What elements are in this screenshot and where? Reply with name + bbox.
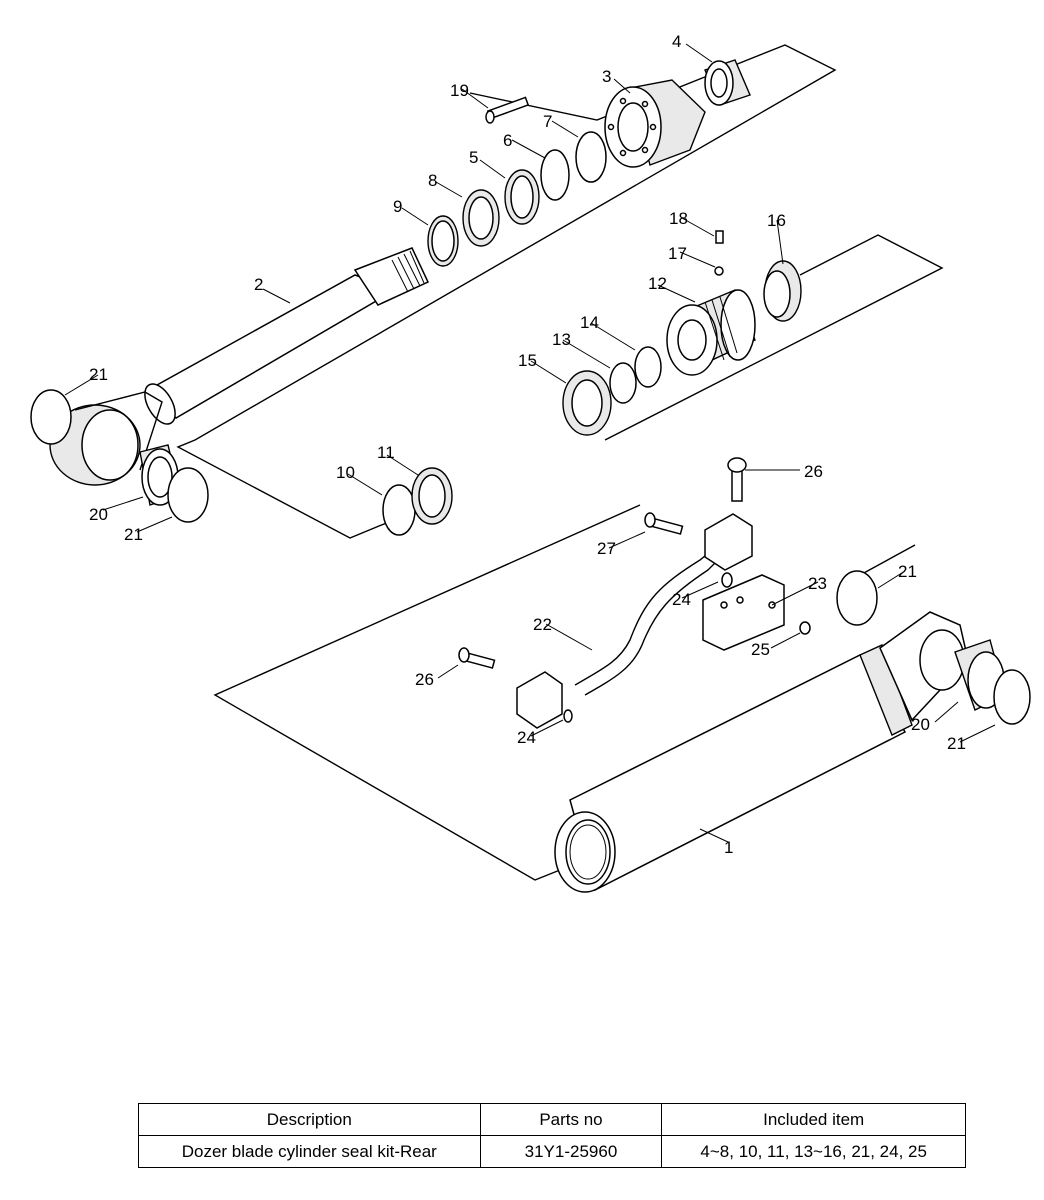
callout-1: 1: [724, 838, 733, 857]
callout-24: 24: [672, 590, 691, 609]
callout-26: 26: [415, 670, 434, 689]
callout-19: 19: [450, 81, 469, 100]
callout-21: 21: [124, 525, 143, 544]
callout-13: 13: [552, 330, 571, 349]
rod-cover: [604, 79, 706, 168]
exploded-parts-diagram: 1 2 3 4 5 6 7 8 9 10 11 12 13 14 15 16 1…: [30, 32, 1031, 893]
callout-8: 8: [428, 171, 437, 190]
callout-2: 2: [254, 275, 263, 294]
callout-9: 9: [393, 197, 402, 216]
leader-lines: [64, 43, 996, 843]
callout-21: 21: [947, 734, 966, 753]
callout-22: 22: [533, 615, 552, 634]
callout-15: 15: [518, 351, 537, 370]
callout-6: 6: [503, 131, 512, 150]
callout-10: 10: [336, 463, 355, 482]
callout-16: 16: [767, 211, 786, 230]
header-parts-no: Parts no: [479, 1103, 663, 1136]
callout-18: 18: [669, 209, 688, 228]
rod-end-bushing: [30, 389, 209, 523]
cylinder-tube: [554, 570, 1031, 893]
callout-11: 11: [377, 443, 395, 462]
callout-20: 20: [89, 505, 108, 524]
piston-assembly: [562, 230, 802, 436]
header-included-item: Included item: [661, 1103, 966, 1136]
block-23: [702, 574, 811, 651]
pipe-assembly: [458, 457, 753, 729]
callout-23: 23: [808, 574, 827, 593]
callout-27: 27: [597, 539, 616, 558]
cell-parts-no: 31Y1-25960: [479, 1135, 663, 1168]
tube-group-outline: [213, 504, 916, 881]
piston-group-outline: [604, 234, 944, 441]
callout-14: 14: [580, 313, 599, 332]
seal-rings-10-11: [382, 467, 453, 536]
callout-17: 17: [668, 244, 687, 263]
bushing: [704, 59, 751, 106]
bolt-19: [485, 96, 530, 124]
seal-kit-table: Description Parts no Included item Dozer…: [138, 1103, 966, 1168]
piston-rod: [49, 247, 430, 486]
callout-5: 5: [469, 148, 478, 167]
callout-7: 7: [543, 112, 552, 131]
table-header-row: Description Parts no Included item: [138, 1103, 966, 1136]
callout-20: 20: [911, 715, 930, 734]
header-description: Description: [138, 1103, 481, 1136]
callout-25: 25: [751, 640, 770, 659]
callout-26: 26: [804, 462, 823, 481]
seal-rings-rod: [427, 131, 607, 267]
cell-included-item: 4~8, 10, 11, 13~16, 21, 24, 25: [661, 1135, 966, 1168]
callout-24: 24: [517, 728, 536, 747]
callout-labels: 1 2 3 4 5 6 7 8 9 10 11 12 13 14 15 16 1…: [89, 32, 966, 857]
table-row: Dozer blade cylinder seal kit-Rear 31Y1-…: [138, 1135, 966, 1168]
callout-21: 21: [89, 365, 108, 384]
callout-4: 4: [672, 32, 681, 51]
callout-21: 21: [898, 562, 917, 581]
callout-12: 12: [648, 274, 667, 293]
callout-3: 3: [602, 67, 611, 86]
cell-description: Dozer blade cylinder seal kit-Rear: [138, 1135, 481, 1168]
